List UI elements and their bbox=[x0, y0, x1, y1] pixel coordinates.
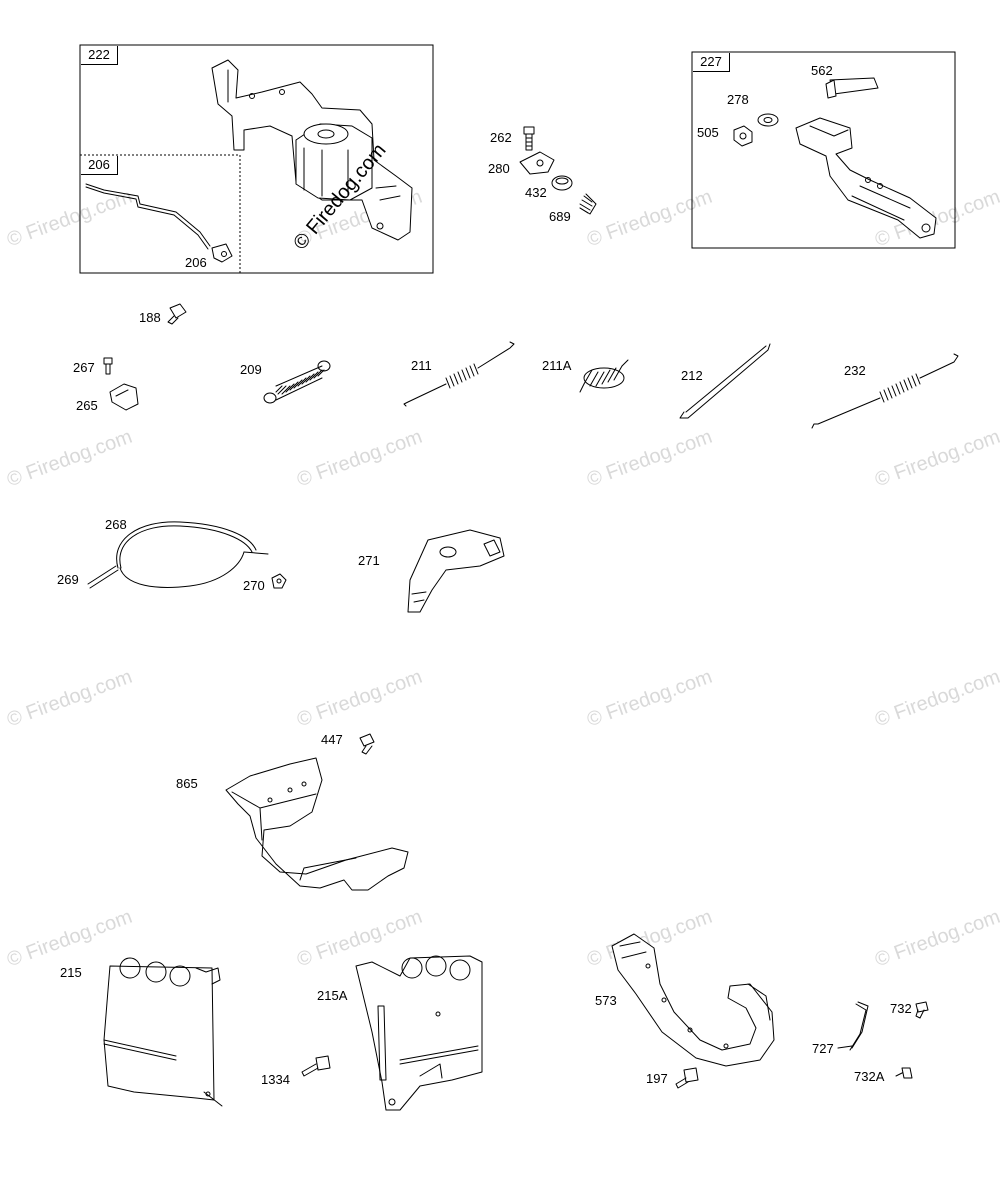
part-label: 727 bbox=[811, 1041, 835, 1056]
part-label: 1334 bbox=[260, 1072, 291, 1087]
box-number-227: 227 bbox=[693, 53, 730, 72]
clip-265-drawing bbox=[109, 383, 139, 411]
box-206-frame bbox=[79, 154, 241, 274]
part-label: 447 bbox=[320, 732, 344, 747]
bolt-267-drawing bbox=[103, 357, 113, 375]
shroud-865-drawing bbox=[225, 757, 409, 891]
bracket-727-drawing bbox=[837, 1001, 869, 1051]
spring-232-drawing bbox=[811, 353, 959, 429]
part-label: 209 bbox=[239, 362, 263, 377]
part-label: 432 bbox=[524, 185, 548, 200]
bolt-1334-drawing bbox=[301, 1055, 331, 1077]
part-label: 215A bbox=[316, 988, 349, 1003]
shield-573-drawing bbox=[611, 933, 775, 1067]
part-label: 262 bbox=[489, 130, 513, 145]
rod-212-drawing bbox=[679, 343, 771, 419]
bolt-188-drawing bbox=[167, 303, 187, 325]
part-label: 573 bbox=[594, 993, 618, 1008]
part-label: 269 bbox=[56, 572, 80, 587]
cable-268-drawing bbox=[87, 521, 287, 589]
part-label: 267 bbox=[72, 360, 96, 375]
part-label: 268 bbox=[104, 517, 128, 532]
bracket-271-drawing bbox=[407, 529, 505, 613]
part-label: 278 bbox=[726, 92, 750, 107]
shroud-215A-drawing bbox=[355, 955, 483, 1111]
part-label: 206 bbox=[184, 255, 208, 270]
spring-209-drawing bbox=[263, 360, 331, 404]
part-label: 271 bbox=[357, 553, 381, 568]
part-label: 197 bbox=[645, 1071, 669, 1086]
part-label: 215 bbox=[59, 965, 83, 980]
part-label: 265 bbox=[75, 398, 99, 413]
parts-262-689-drawing bbox=[519, 126, 597, 215]
part-label: 865 bbox=[175, 776, 199, 791]
bracket-227-drawing bbox=[733, 77, 937, 239]
part-label: 732 bbox=[889, 1001, 913, 1016]
link-206-drawing bbox=[85, 183, 233, 263]
bolt-197-drawing bbox=[675, 1067, 699, 1089]
part-label: 505 bbox=[696, 125, 720, 140]
bracket-222-drawing bbox=[211, 59, 413, 241]
part-label: 211A bbox=[541, 358, 573, 373]
part-label: 232 bbox=[843, 363, 867, 378]
part-label: 562 bbox=[810, 63, 834, 78]
box-number-222: 222 bbox=[81, 46, 118, 65]
part-label: 270 bbox=[242, 578, 266, 593]
part-label: 188 bbox=[138, 310, 162, 325]
part-label: 280 bbox=[487, 161, 511, 176]
box-number-206: 206 bbox=[81, 156, 118, 175]
part-label: 211 bbox=[410, 358, 433, 373]
part-label: 212 bbox=[680, 368, 704, 383]
part-label: 689 bbox=[548, 209, 572, 224]
bolt-447-drawing bbox=[359, 733, 375, 755]
spring-211A-drawing bbox=[579, 359, 629, 393]
shroud-215-drawing bbox=[103, 957, 223, 1107]
screw-732A-drawing bbox=[895, 1067, 913, 1079]
part-label: 732A bbox=[853, 1069, 886, 1084]
screw-732-drawing bbox=[915, 1001, 929, 1019]
box-227-frame bbox=[691, 51, 956, 249]
spring-211-drawing bbox=[403, 341, 515, 407]
